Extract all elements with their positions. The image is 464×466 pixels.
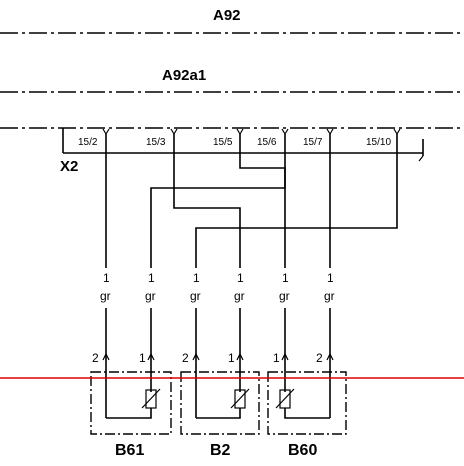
wire-color: gr bbox=[190, 289, 201, 303]
pin-label: 15/2 bbox=[78, 137, 98, 148]
wire-number: 1 bbox=[237, 271, 244, 285]
sensor-pin-number: 2 bbox=[92, 351, 99, 365]
wires bbox=[105, 134, 398, 268]
component-b61-internal-wire bbox=[106, 408, 152, 419]
pin-label: 15/5 bbox=[213, 137, 233, 148]
sensor-pin-number: 1 bbox=[273, 351, 280, 365]
wire-number: 1 bbox=[193, 271, 200, 285]
wire-number: 1 bbox=[282, 271, 289, 285]
variable-arrow-icon bbox=[275, 388, 295, 409]
sensor-pin-number: 1 bbox=[228, 351, 235, 365]
pin-arrows bbox=[102, 128, 401, 136]
pin-label: 15/7 bbox=[303, 137, 323, 148]
connector-right-tick bbox=[418, 155, 424, 162]
wire-color: gr bbox=[324, 289, 335, 303]
component-b2 bbox=[180, 371, 260, 435]
wire-15-5 bbox=[239, 134, 286, 268]
pin-up-arrow-icon bbox=[281, 352, 289, 361]
component-b60 bbox=[267, 371, 347, 435]
pin-up-arrow-icon bbox=[236, 352, 244, 361]
wire-color: gr bbox=[145, 289, 156, 303]
pin-arrow-icon bbox=[170, 128, 178, 136]
wire-color: gr bbox=[234, 289, 245, 303]
pin-arrow-icon bbox=[236, 128, 244, 136]
pin-arrow-icon bbox=[281, 128, 289, 136]
component-b61-box bbox=[90, 371, 172, 435]
variable-arrow-icon bbox=[141, 388, 161, 409]
pin-label: 15/10 bbox=[366, 137, 391, 148]
pin-arrow-icon bbox=[102, 128, 110, 136]
component-b61 bbox=[90, 371, 172, 435]
pin-up-arrow-icon bbox=[192, 352, 200, 361]
wire-number: 1 bbox=[327, 271, 334, 285]
wire-labels: 1 gr 1 gr 1 gr 1 gr 1 gr 1 gr bbox=[100, 271, 335, 303]
module-a92a1-label: A92a1 bbox=[162, 67, 206, 84]
component-b60-box bbox=[267, 371, 347, 435]
component-b60-label: B60 bbox=[288, 442, 317, 459]
wire-15-10 bbox=[195, 134, 398, 268]
pin-arrow-icon bbox=[326, 128, 334, 136]
sensor-pin-number: 1 bbox=[139, 351, 146, 365]
wire-15-3 bbox=[173, 134, 241, 268]
module-a92-label: A92 bbox=[213, 7, 241, 24]
pin-up-arrow-icon bbox=[102, 352, 110, 361]
pin-label: 15/6 bbox=[257, 137, 277, 148]
sensor-pins: 2 1 2 1 1 2 bbox=[92, 351, 334, 365]
sensor-pin-number: 2 bbox=[316, 351, 323, 365]
wire-number: 1 bbox=[103, 271, 110, 285]
pin-arrow-icon bbox=[393, 128, 401, 136]
pin-label: 15/3 bbox=[146, 137, 166, 148]
pin-up-arrow-icon bbox=[147, 352, 155, 361]
component-b61-label: B61 bbox=[115, 442, 144, 459]
variable-arrow-icon bbox=[230, 388, 250, 409]
wire-15-6 bbox=[150, 134, 286, 268]
component-b2-box bbox=[180, 371, 260, 435]
connector-x2-label: X2 bbox=[60, 158, 78, 175]
component-b60-internal-wire bbox=[284, 408, 330, 419]
sensor-pin-number: 2 bbox=[182, 351, 189, 365]
component-b2-internal-wire bbox=[196, 408, 241, 419]
wire-color: gr bbox=[279, 289, 290, 303]
wire-number: 1 bbox=[148, 271, 155, 285]
wire-color: gr bbox=[100, 289, 111, 303]
component-b2-label: B2 bbox=[210, 442, 231, 459]
pin-up-arrow-icon bbox=[326, 352, 334, 361]
connector-x2 bbox=[62, 128, 424, 162]
